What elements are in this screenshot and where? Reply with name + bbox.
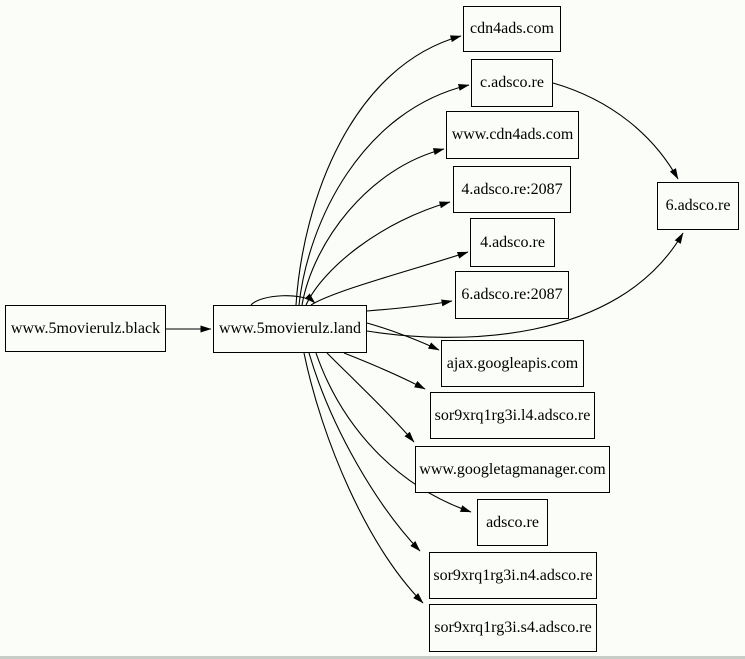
edge-www_5movierulz_land-to-sor9xrq1rg3i_n4_adsco_re xyxy=(308,352,421,552)
node-label: 4.adsco.re xyxy=(480,233,545,251)
node-label: 6.adsco.re xyxy=(665,197,731,214)
node-label: sor9xrq1rg3i.l4.adsco.re xyxy=(434,406,591,424)
node-6_adsco_re_2087: 6.adsco.re:2087 xyxy=(455,271,569,319)
node-sor9xrq1rg3i_l4_adsco_re: sor9xrq1rg3i.l4.adsco.re xyxy=(430,392,595,439)
node-6_adsco_re: 6.adsco.re xyxy=(657,182,739,230)
node-label: www.5movierulz.land xyxy=(218,320,362,337)
node-label: www.cdn4ads.com xyxy=(451,126,574,143)
node-adsco_re: adsco.re xyxy=(477,499,548,546)
node-www_5movierulz_land: www.5movierulz.land xyxy=(213,305,367,353)
node-sor9xrq1rg3i_s4_adsco_re: sor9xrq1rg3i.s4.adsco.re xyxy=(429,604,597,652)
node-label: sor9xrq1rg3i.n4.adsco.re xyxy=(433,566,593,584)
node-www_cdn4ads_com: www.cdn4ads.com xyxy=(446,111,579,159)
node-ajax_googleapis_com: ajax.googleapis.com xyxy=(441,340,584,387)
node-sor9xrq1rg3i_n4_adsco_re: sor9xrq1rg3i.n4.adsco.re xyxy=(429,552,597,599)
edge-www_5movierulz_land-to-4_adsco_re_2087 xyxy=(305,201,451,306)
node-label: ajax.googleapis.com xyxy=(446,354,579,372)
node-www_googletagmanager_com: www.googletagmanager.com xyxy=(415,446,610,493)
node-label: www.googletagmanager.com xyxy=(419,460,606,478)
edge-www_5movierulz_land-to-c_adsco_re xyxy=(298,83,470,306)
edge-www_5movierulz_land-to-adsco_re xyxy=(315,352,472,513)
edge-www_5movierulz_land-to-www_googletagmanager_com xyxy=(326,352,415,443)
node-c_adsco_re: c.adsco.re xyxy=(471,59,553,107)
edge-www_5movierulz_land-to-6_adsco_re_2087 xyxy=(366,299,453,312)
node-label: www.5movierulz.black xyxy=(10,319,161,337)
edge-www_5movierulz_land-to-4_adsco_re xyxy=(310,251,469,306)
node-4_adsco_re_2087: 4.adsco.re:2087 xyxy=(453,166,571,213)
node-cdn4ads_com: cdn4ads.com xyxy=(463,6,561,52)
edge-www_5movierulz_land-to-cdn4ads_com xyxy=(295,35,462,306)
node-label: adsco.re xyxy=(486,513,539,531)
node-label: 6.adsco.re:2087 xyxy=(461,286,563,303)
window-bottom-edge xyxy=(0,656,745,659)
edge-www_5movierulz_land-to-6_adsco_re xyxy=(366,232,684,338)
node-www_5movierulz_black: www.5movierulz.black xyxy=(5,305,166,352)
node-label: sor9xrq1rg3i.s4.adsco.re xyxy=(434,619,592,636)
node-label: 4.adsco.re:2087 xyxy=(461,180,563,198)
node-label: cdn4ads.com xyxy=(470,20,554,37)
node-4_adsco_re: 4.adsco.re xyxy=(470,218,555,267)
edge-www_5movierulz_land-to-sor9xrq1rg3i_s4_adsco_re xyxy=(303,352,424,604)
edge-www_5movierulz_land-to-sor9xrq1rg3i_l4_adsco_re xyxy=(343,352,426,390)
edge-c_adsco_re-to-6_adsco_re xyxy=(552,82,679,180)
node-label: c.adsco.re xyxy=(480,74,544,91)
edge-www_5movierulz_land-to-www_cdn4ads_com xyxy=(301,148,445,306)
edge-www_5movierulz_land-to-www_5movierulz_land xyxy=(250,293,316,306)
